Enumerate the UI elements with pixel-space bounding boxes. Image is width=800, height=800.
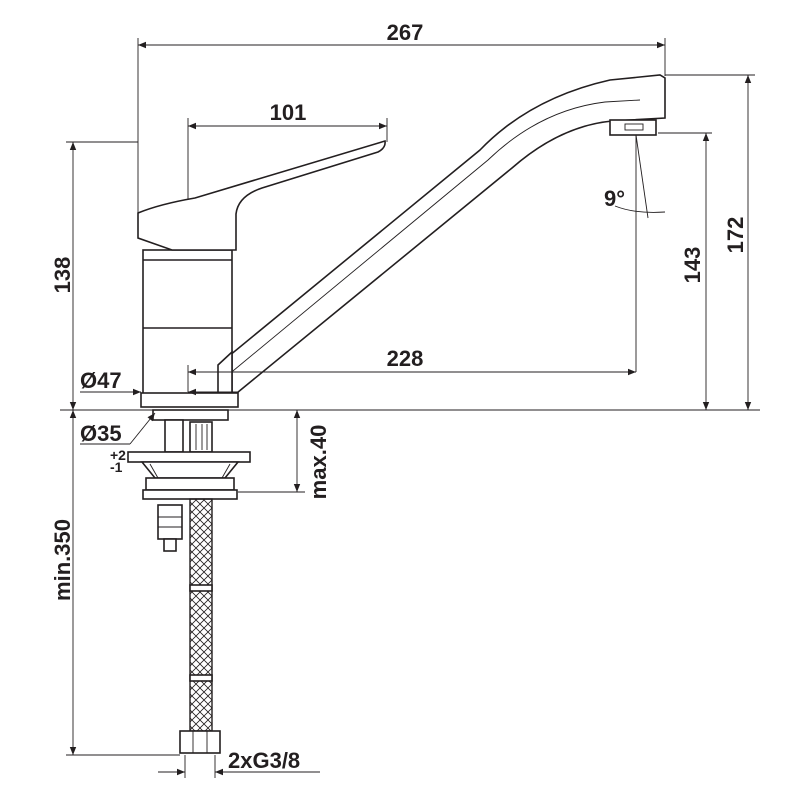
bracket-rib <box>149 463 159 479</box>
angle-arc <box>614 205 666 213</box>
connection-nut <box>179 730 221 754</box>
leader-line-d35 <box>129 412 156 445</box>
dim-101: 101 <box>270 100 307 125</box>
dim-228: 228 <box>387 346 424 371</box>
dim-min350: min.350 <box>50 519 75 601</box>
angle-line <box>635 134 649 219</box>
tol-plus: +2 <box>110 447 126 463</box>
hose-nut <box>157 504 183 540</box>
dim-138: 138 <box>50 257 75 294</box>
fixing-nut <box>127 451 251 463</box>
washer <box>142 489 238 500</box>
dim-267: 267 <box>387 20 424 45</box>
dim-172: 172 <box>723 217 748 254</box>
aerator-insert <box>624 123 644 131</box>
hose-nut-tail <box>163 538 177 552</box>
flange <box>152 409 229 421</box>
dim-9deg: 9° <box>604 186 625 211</box>
spout-edge-line <box>221 99 641 381</box>
braided-hose <box>189 498 213 732</box>
bracket-rib <box>221 463 231 479</box>
dim-max40: max.40 <box>306 425 331 500</box>
hose-sleeve <box>189 674 213 682</box>
dim-connection: 2xG3/8 <box>228 748 300 773</box>
tol-minus: -1 <box>110 459 123 475</box>
lever-handle <box>137 139 386 251</box>
threaded-stud <box>189 421 213 453</box>
aerator <box>609 119 657 136</box>
hose-sleeve <box>189 584 213 592</box>
spout <box>217 74 666 398</box>
mounting-stud <box>164 419 184 453</box>
base-plate <box>140 392 239 408</box>
dim-d47: Ø47 <box>80 368 122 393</box>
dim-143: 143 <box>680 247 705 284</box>
dim-d35: Ø35 <box>80 421 122 446</box>
fixing-bracket-base <box>145 477 235 491</box>
